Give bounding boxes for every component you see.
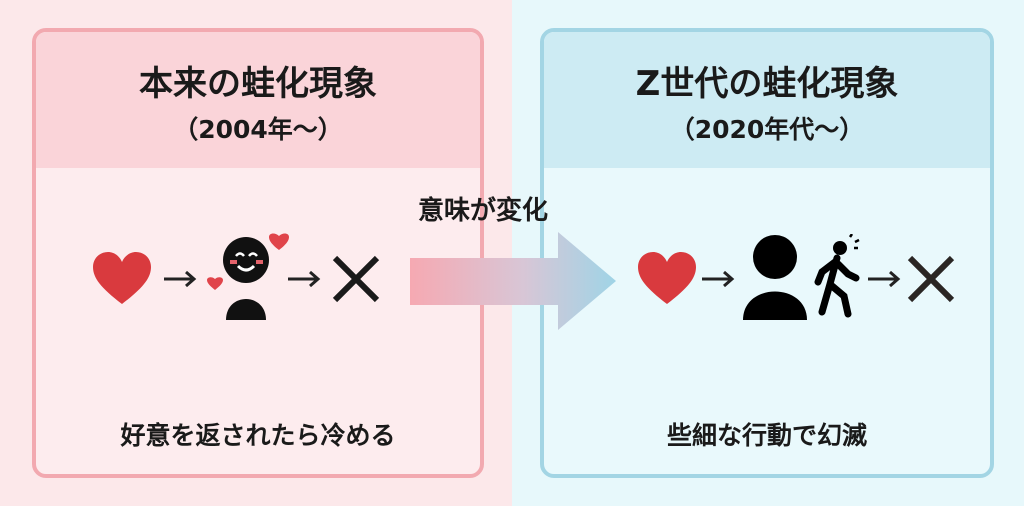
panel-title: Z世代の蛙化現象 bbox=[635, 64, 899, 104]
flow-diagram bbox=[544, 222, 990, 342]
happy-person-icon bbox=[207, 233, 289, 320]
cross-icon bbox=[332, 255, 380, 303]
flow-diagram bbox=[36, 222, 480, 342]
panel-subtitle: （2004年〜） bbox=[173, 115, 343, 144]
arrow-right-icon bbox=[868, 270, 901, 288]
person-icon bbox=[743, 235, 807, 320]
arrow-right-icon bbox=[288, 270, 321, 288]
panel-caption: 些細な行動で幻滅 bbox=[666, 421, 867, 450]
heart-icon bbox=[638, 252, 696, 304]
walking-away-person-icon bbox=[814, 234, 860, 318]
original-meaning-panel: 本来の蛙化現象 （2004年〜） 好意を返されたら冷める bbox=[32, 28, 484, 478]
heart-icon bbox=[93, 252, 151, 304]
arrow-right-icon bbox=[702, 270, 735, 288]
transition-arrow bbox=[410, 232, 616, 330]
panel-title: 本来の蛙化現象 bbox=[139, 64, 377, 104]
panel-caption: 好意を返されたら冷める bbox=[120, 421, 396, 450]
transition-label: 意味が変化 bbox=[418, 196, 549, 226]
panel-header: Z世代の蛙化現象 （2020年代〜） bbox=[544, 32, 990, 168]
panel-subtitle: （2020年代〜） bbox=[669, 115, 865, 144]
cross-icon bbox=[907, 255, 955, 303]
genz-meaning-panel: Z世代の蛙化現象 （2020年代〜） 些細な行動で幻滅 bbox=[540, 28, 994, 478]
arrow-right-icon bbox=[164, 270, 197, 288]
panel-header: 本来の蛙化現象 （2004年〜） bbox=[36, 32, 480, 168]
